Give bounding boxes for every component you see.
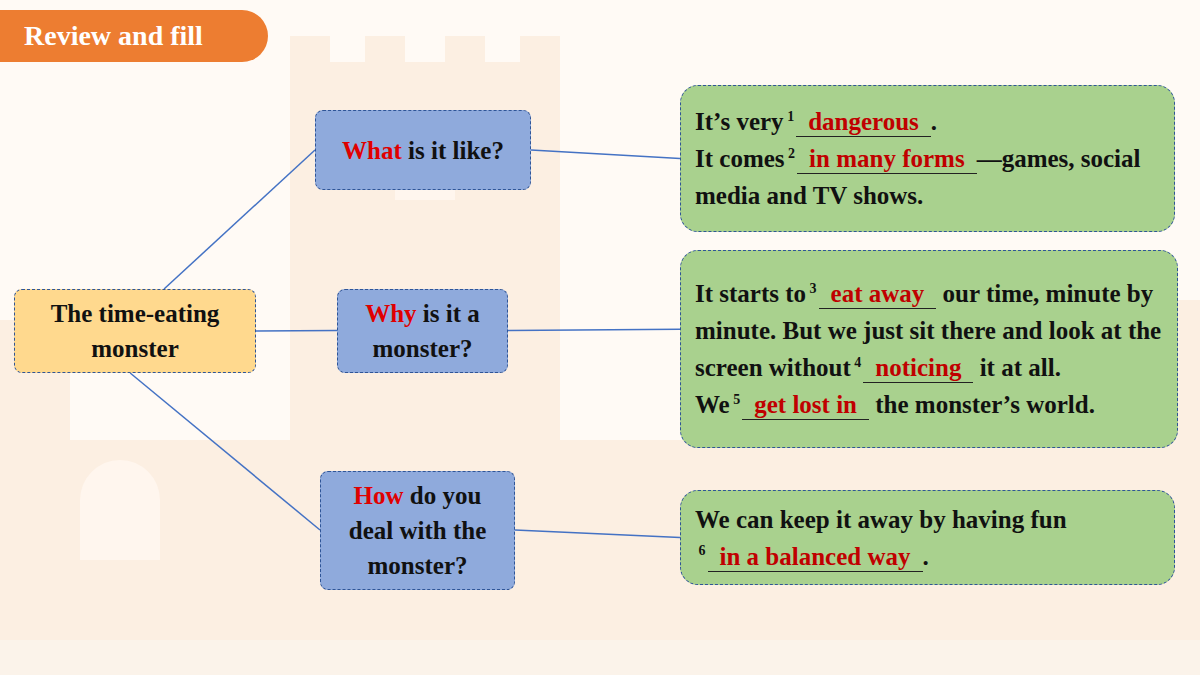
connector-line <box>256 330 337 332</box>
text-line: 6in a balanced way. <box>695 538 1160 575</box>
filled-answer: noticing <box>863 354 973 383</box>
answer-box: It starts to3eat awayour time, minute by… <box>680 250 1178 448</box>
question-word: What <box>342 137 402 164</box>
question-text: Why is it a monster? <box>348 296 497 366</box>
sentence-text: We <box>695 391 730 418</box>
blank-number: 6 <box>699 543 706 558</box>
question-word: How <box>354 482 404 509</box>
connector-line <box>164 150 315 289</box>
side-tower <box>0 320 70 675</box>
question-box: What is it like? <box>315 110 531 190</box>
sentence-text: . <box>931 108 937 135</box>
title-tab-shape <box>0 10 268 62</box>
question-rest: is it like? <box>402 137 504 164</box>
answer-box: It’s very1dangerous.It comes2in many for… <box>680 85 1175 232</box>
topic-box: The time-eating monster <box>14 289 256 373</box>
connector-line <box>508 329 680 330</box>
sentence-text: We can keep it away by having fun <box>695 506 1067 533</box>
text-line: It comes2in many forms—games, social med… <box>695 140 1160 214</box>
question-text: How do you deal with the monster? <box>331 478 504 583</box>
filled-answer: in a balanced way <box>708 543 923 572</box>
ground-band <box>0 640 1200 675</box>
question-box: Why is it a monster? <box>337 289 508 373</box>
sentence-text: the monster’s world. <box>875 391 1095 418</box>
topic-text: The time-eating monster <box>25 296 245 366</box>
sentence-text: It comes <box>695 145 785 172</box>
text-line: We can keep it away by having fun <box>695 501 1160 538</box>
filled-answer: in many forms <box>797 145 977 174</box>
connector-line <box>531 150 680 159</box>
castle-wall <box>0 440 1200 675</box>
merlon <box>365 36 405 66</box>
merlon <box>290 36 330 66</box>
arch-window <box>80 460 160 560</box>
castle-silhouette <box>0 36 1200 675</box>
sentence-text: It’s very <box>695 108 784 135</box>
blank-number: 1 <box>787 109 794 124</box>
filled-answer: dangerous <box>796 108 931 137</box>
filled-answer: get lost in <box>742 391 869 420</box>
sentence-text: . <box>923 543 929 570</box>
question-text: What is it like? <box>326 133 520 168</box>
text-line: It’s very1dangerous. <box>695 103 1160 140</box>
title-text: Review and fill <box>24 14 203 58</box>
blank-number: 4 <box>854 355 861 370</box>
text-line: It starts to3eat awayour time, minute by… <box>695 275 1163 386</box>
blank-number: 3 <box>810 281 817 296</box>
question-word: Why <box>365 300 416 327</box>
blank-number: 5 <box>733 392 740 407</box>
sentence-text: It starts to <box>695 280 806 307</box>
sentence-text: it at all. <box>980 354 1061 381</box>
merlon <box>445 36 485 66</box>
merlon <box>520 36 560 66</box>
blank-number: 2 <box>788 146 795 161</box>
text-line: We5get lost inthe monster’s world. <box>695 386 1163 423</box>
connector-line <box>130 373 320 530</box>
filled-answer: eat away <box>819 280 937 309</box>
answer-box: We can keep it away by having fun 6in a b… <box>680 490 1175 585</box>
connector-line <box>515 530 680 538</box>
question-box: How do you deal with the monster? <box>320 471 515 590</box>
